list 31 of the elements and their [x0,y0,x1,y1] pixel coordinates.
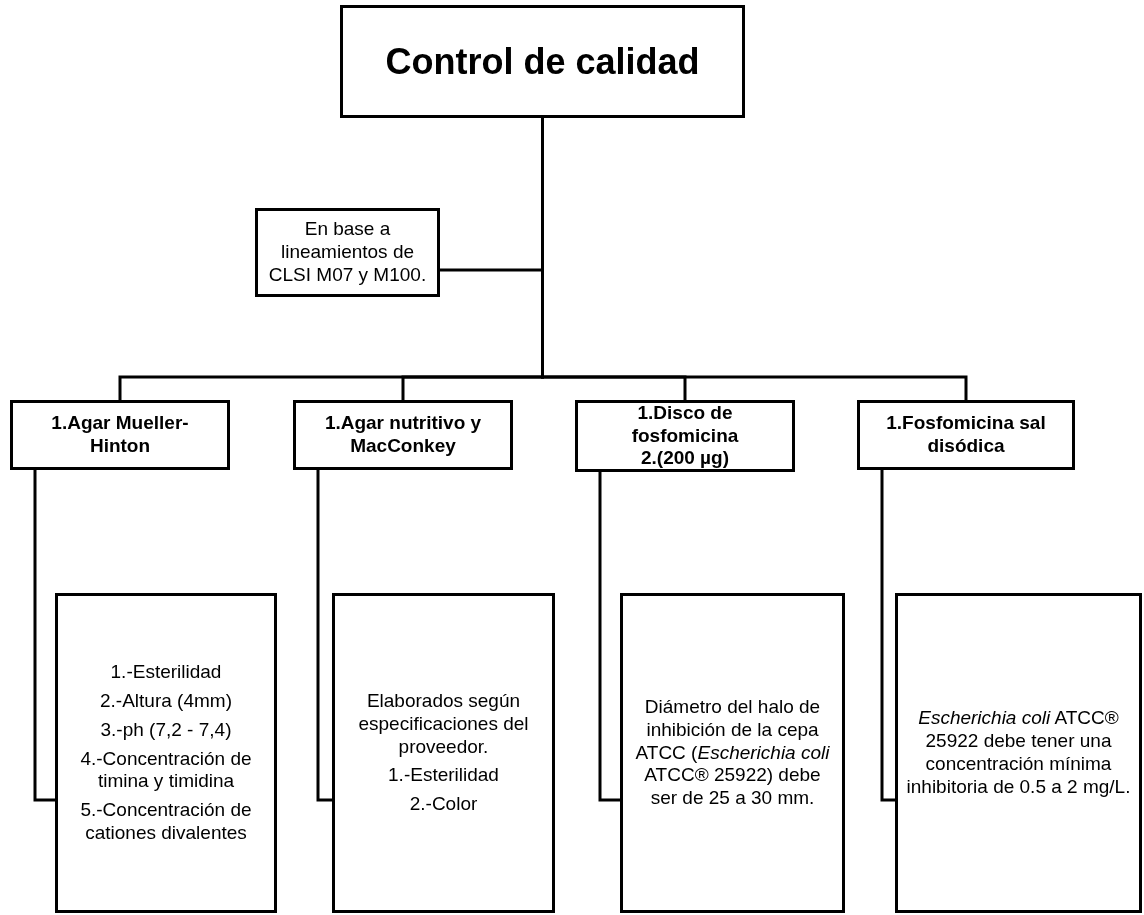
node-text: Elaborados según especificaciones del proveedor. [357,690,530,759]
node-text: 1.Agar nutritivo y MacConkey [323,412,483,458]
node-text: En base a lineamientos de CLSI M07 y M100. [267,218,428,287]
detail-box [55,593,277,913]
connector-line [316,470,332,802]
node-text: 1.-Esterilidad [110,661,222,684]
node-text: 3.-ph (7,2 - 7,4) [100,718,232,742]
node-text: Escherichia coli ATCC® 25922 debe tener una concentración mínima inhibitoria de 0.5 a 2 mg/L. [905,707,1132,799]
category-box [293,400,513,470]
note-box [255,208,440,297]
category-box [575,400,795,472]
connector-line [598,472,620,802]
detail-box [620,593,845,913]
category-box [10,400,230,470]
node-text: 4.-Concentración de timina y timidina [79,747,253,794]
title-text: Control de calidad [385,39,700,84]
detail-box [895,593,1142,913]
node-text: 5.-Concentración de cationes divalentes [79,799,253,845]
node-text: 2.-Altura (4mm) [100,690,232,713]
title-box [340,5,745,118]
category-box [857,400,1075,470]
node-text: 2.(200 µg) [640,447,729,471]
node-text: 1.Agar Mueller-Hinton [50,412,190,458]
node-text: 1.Disco de fosfomicina [630,401,740,448]
node-text: 2.-Color [409,793,478,816]
connector-line [880,470,895,802]
node-text: 1.-Esterilidad [388,764,499,788]
detail-box [332,593,555,913]
connector-line [33,470,55,802]
node-text: Diámetro del halo de inhibición de la cepa ATCC (Escherichia coli ATCC® 25922) debe ser de 25 a 30 mm. [634,696,831,810]
node-text: 1.Fosfomicina sal disódica [885,412,1047,458]
